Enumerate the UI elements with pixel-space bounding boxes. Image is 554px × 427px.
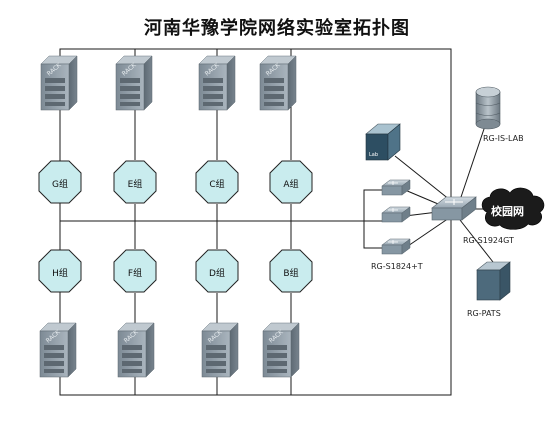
lab-server-icon [475, 86, 501, 130]
group-label-d: D组 [209, 269, 225, 279]
connection-lines [59, 48, 494, 396]
lab-server-label: RG-IS-LAB [483, 134, 524, 143]
campus-network-cloud [481, 187, 545, 230]
group-label-e: E组 [127, 180, 143, 190]
group-label-b: B组 [283, 269, 299, 279]
core-switch [431, 196, 477, 221]
cloud-label: 校园网 [491, 205, 524, 218]
group-label-c: C组 [209, 180, 225, 190]
router-icon: Lab [365, 123, 401, 161]
pats-server-icon [476, 261, 511, 301]
core-switch-label: RG-S1924GT [463, 236, 514, 245]
group-label-h: H组 [52, 269, 68, 279]
access-switch-3 [381, 238, 411, 255]
group-label-a: A组 [283, 180, 299, 190]
group-label-g: G组 [52, 180, 68, 190]
page-title: 河南华豫学院网络实验室拓扑图 [144, 18, 410, 39]
access-switch-1 [381, 179, 411, 196]
access-switch-2 [381, 206, 411, 223]
pats-server-label: RG-PATS [467, 309, 501, 318]
access-switch-label: RG-S1824+T [371, 262, 423, 271]
svg-text:Lab: Lab [369, 152, 378, 158]
group-label-f: F组 [127, 269, 143, 279]
